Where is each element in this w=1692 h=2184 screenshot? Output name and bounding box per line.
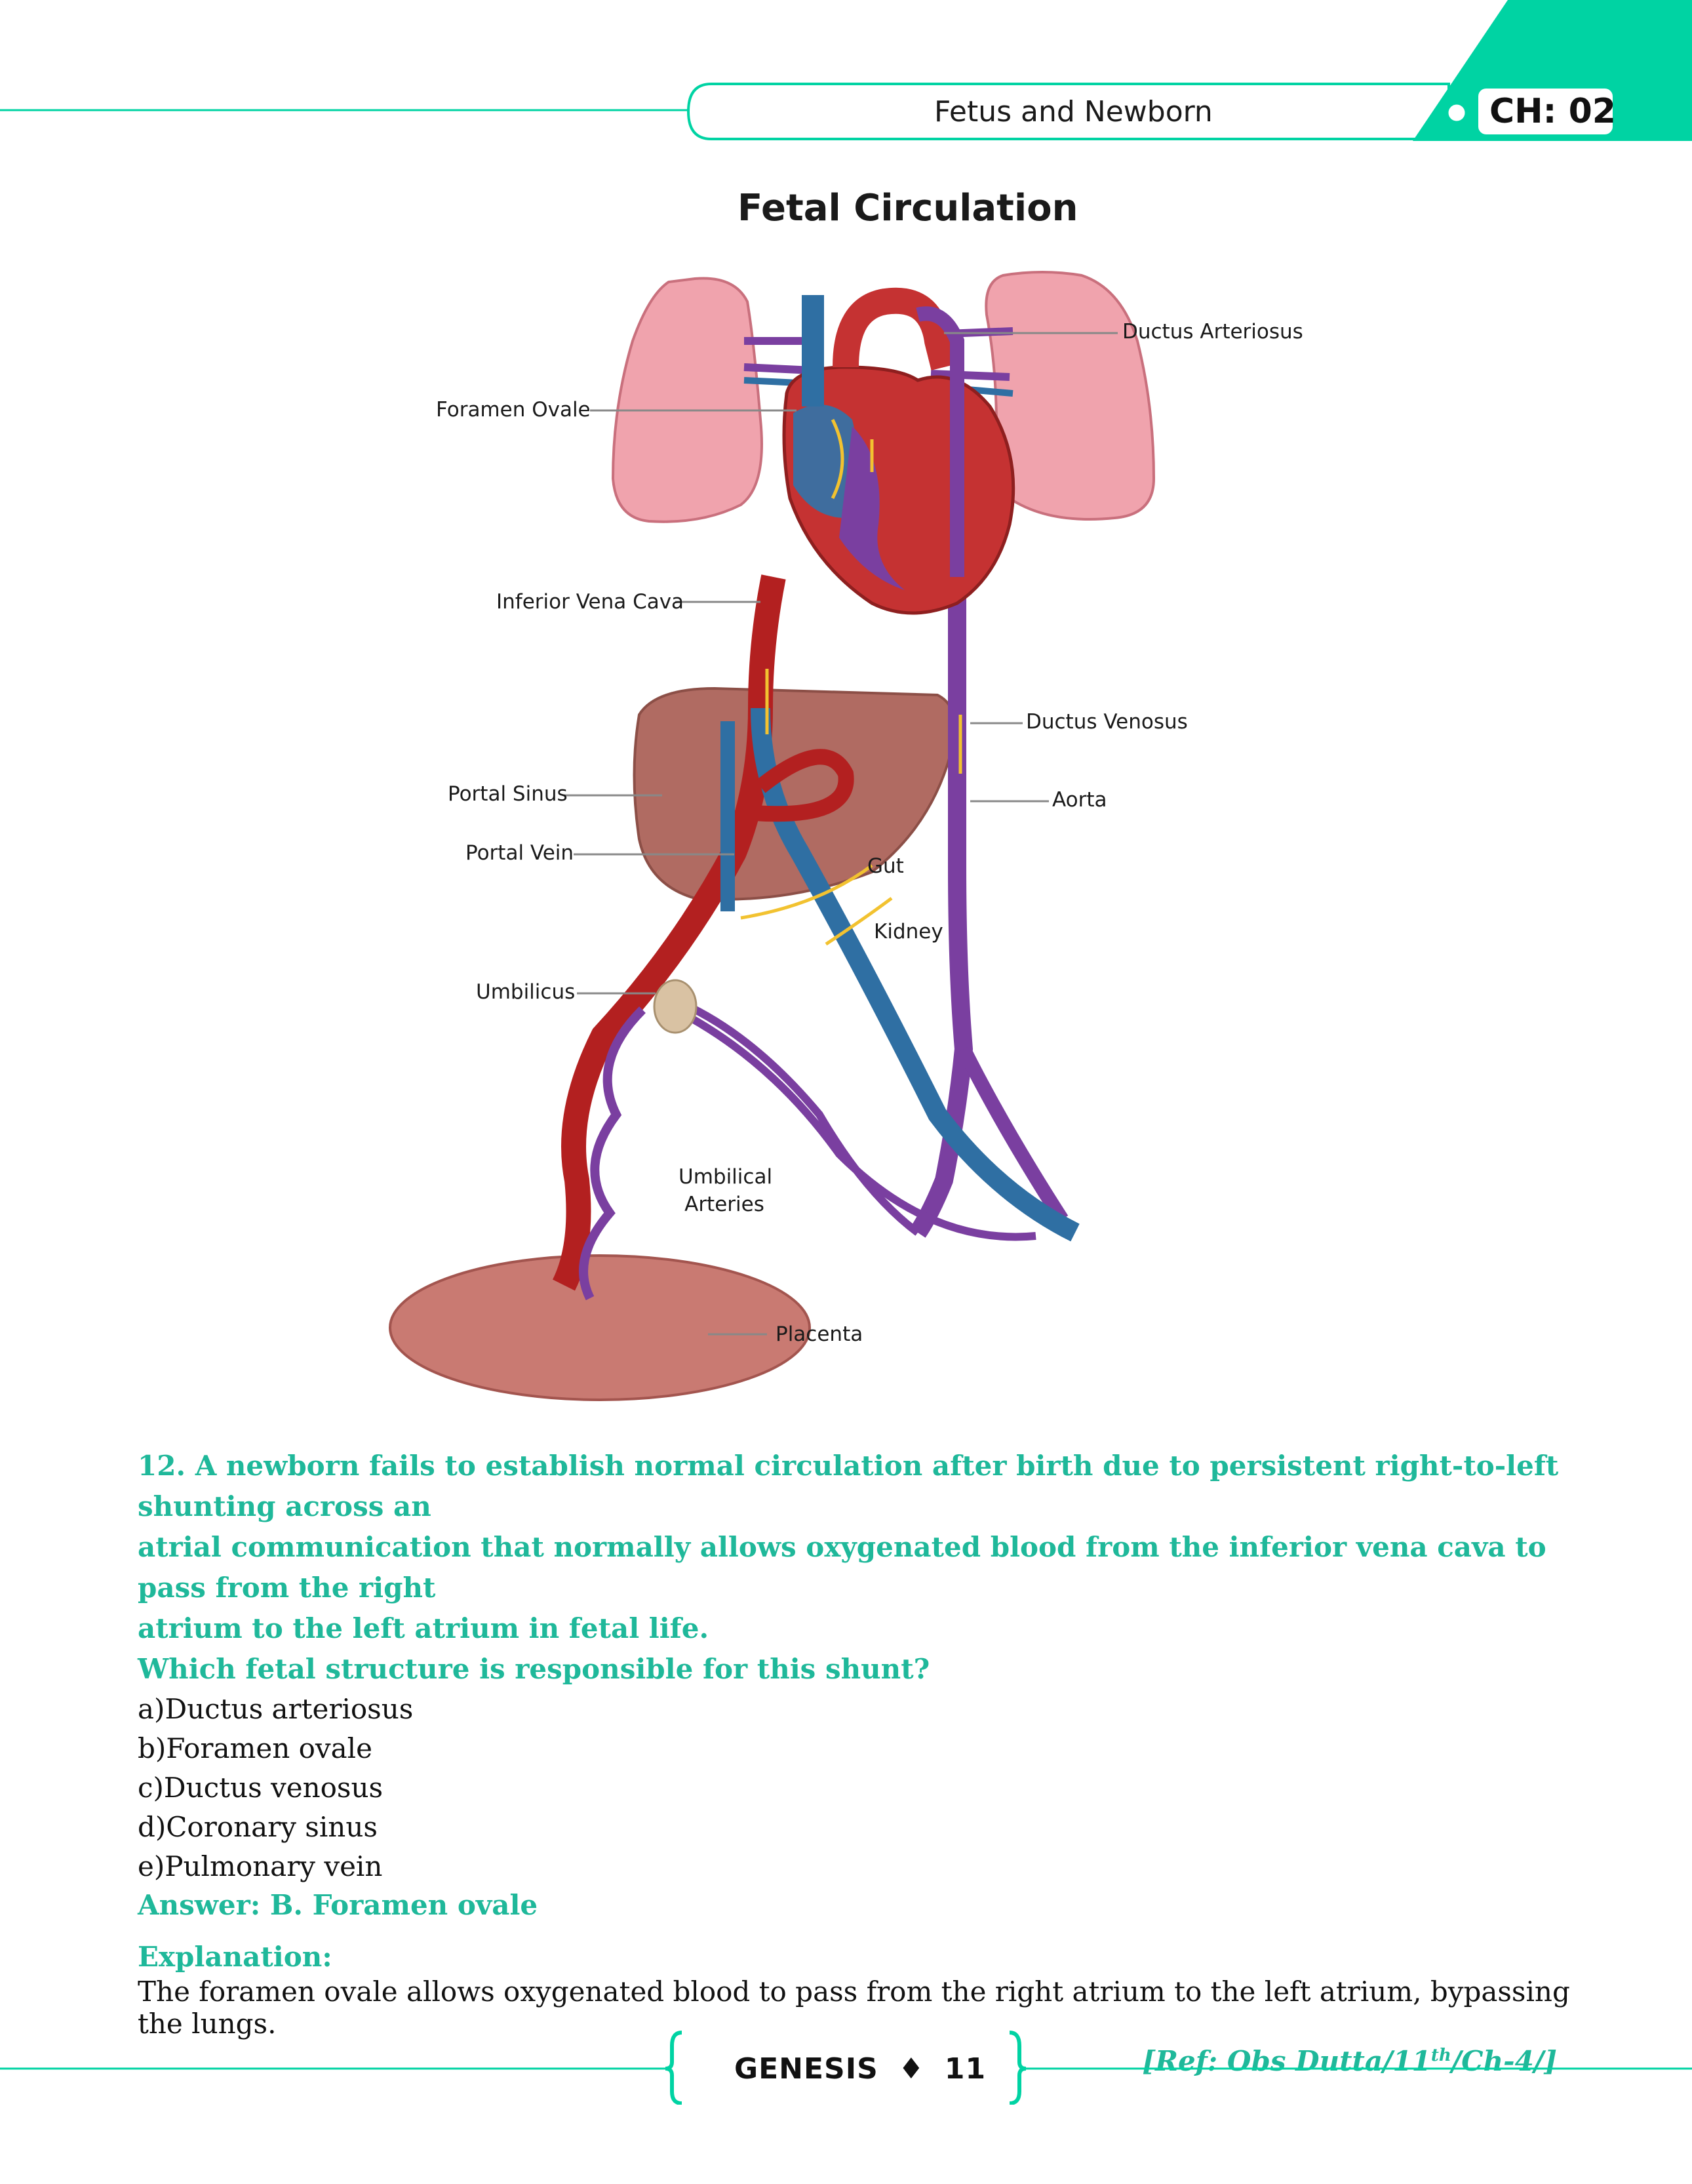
fetal-circulation-diagram <box>389 271 1156 1401</box>
option-c: c)Ductus venosus <box>138 1772 384 1804</box>
question-stem-line-3: atrium to the left atrium in fetal life. <box>138 1612 709 1644</box>
aorta-vessel <box>910 570 974 1238</box>
label-aorta: Aorta <box>1052 788 1107 812</box>
footer-brand: GENESIS <box>734 2052 878 2086</box>
umbilical-arteries-vessel <box>680 999 920 1236</box>
left-lung <box>611 277 763 523</box>
label-placenta: Placenta <box>776 1322 863 1346</box>
label-foramen-ovale: Foramen Ovale <box>436 398 591 422</box>
label-portal-sinus: Portal Sinus <box>448 782 568 806</box>
question-block: 12. A newborn fails to establish normal … <box>138 1446 1580 2077</box>
inferior-vena-cava-vessel <box>552 574 786 1291</box>
footer-page-number: 11 <box>944 2052 987 2086</box>
label-umbilicus: Umbilicus <box>476 980 576 1004</box>
option-a: a)Ductus arteriosus <box>138 1693 414 1725</box>
footer-separator: ♦ <box>898 2052 925 2086</box>
header-title: Fetus and Newborn <box>934 95 1213 129</box>
question-stem-line-2: atrial communication that normally allow… <box>138 1531 1546 1604</box>
label-kidney: Kidney <box>874 920 943 943</box>
footer: GENESIS ♦ 11 <box>734 2052 986 2086</box>
footer-decoration <box>0 2031 1692 2105</box>
label-portal-vein: Portal Vein <box>465 841 574 865</box>
liver-shape <box>633 686 956 901</box>
placenta-shape <box>389 1254 811 1401</box>
aortic-arch <box>833 287 957 370</box>
label-inferior-vena-cava: Inferior Vena Cava <box>496 590 684 614</box>
option-e: e)Pulmonary vein <box>138 1850 383 1882</box>
label-ductus-venosus: Ductus Venosus <box>1026 710 1188 734</box>
diagram-title: Fetal Circulation <box>738 187 1078 229</box>
option-b: b)Foramen ovale <box>138 1732 372 1764</box>
label-gut: Gut <box>867 854 904 878</box>
option-d: d)Coronary sinus <box>138 1811 378 1843</box>
reference: [Ref: Obs Dutta/11th/Ch-4/] <box>1142 2045 1557 2077</box>
umbilicus-shape <box>653 979 698 1034</box>
label-umbilical-arteries-line2: Arteries <box>684 1193 764 1216</box>
label-ductus-arteriosus: Ductus Arteriosus <box>1122 320 1303 344</box>
explanation-text: The foramen ovale allows oxygenated bloo… <box>138 1976 1570 2040</box>
answer: Answer: B. Foramen ovale <box>138 1889 538 1921</box>
header-decoration <box>0 0 1692 141</box>
question-prompt: Which fetal structure is responsible for… <box>138 1653 930 1685</box>
explanation-heading: Explanation: <box>138 1941 332 1973</box>
chapter-badge: CH: 02 <box>1489 92 1616 131</box>
label-umbilical-arteries: Umbilical Arteries <box>679 1165 773 1216</box>
label-umbilical-arteries-line1: Umbilical <box>679 1165 773 1189</box>
question-stem-line-1: 12. A newborn fails to establish normal … <box>138 1450 1559 1522</box>
